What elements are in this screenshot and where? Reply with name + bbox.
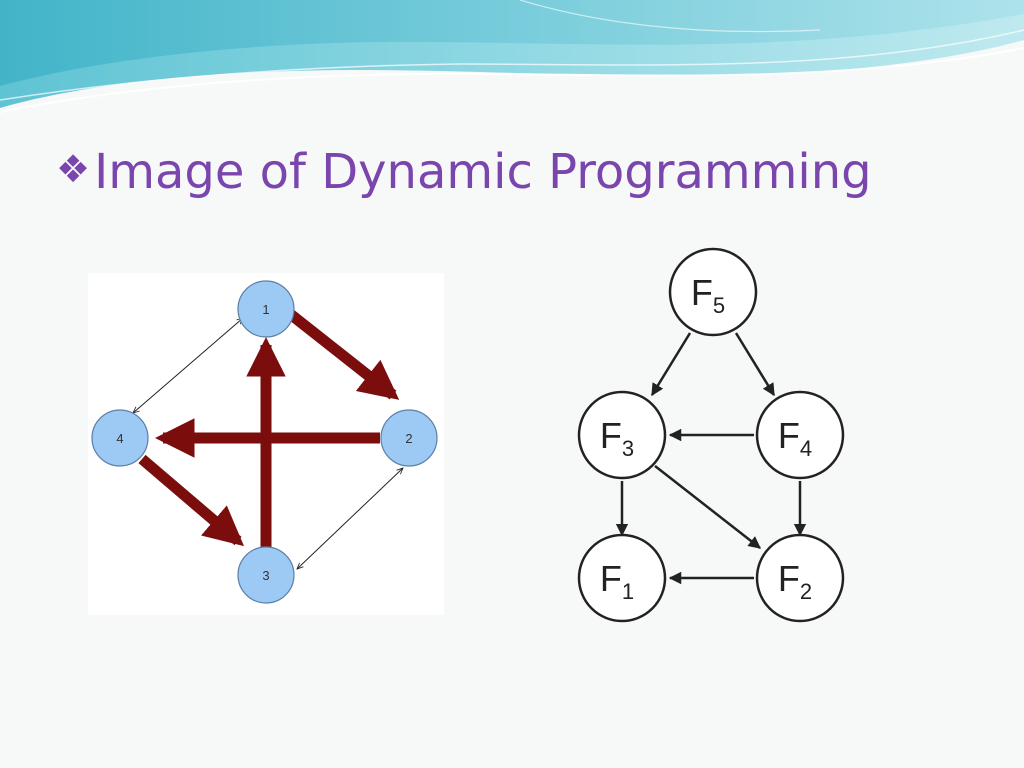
left-node-4-label: 4 <box>116 431 123 446</box>
left-node-3: 3 <box>237 546 295 604</box>
header-wave-decoration <box>0 0 1024 113</box>
svg-text:F5: F5 <box>691 272 725 318</box>
edge-1-4 <box>133 318 243 413</box>
node-F4-letter: F <box>778 415 800 456</box>
svg-text:F4: F4 <box>778 415 812 461</box>
node-F1-subscript: 1 <box>622 579 634 604</box>
node-F5-subscript: 5 <box>713 293 725 318</box>
left-node-1: 1 <box>237 280 295 338</box>
node-F2-subscript: 2 <box>800 579 812 604</box>
left-node-3-label: 3 <box>262 568 269 583</box>
node-F3-subscript: 3 <box>622 436 634 461</box>
edge-2-3 <box>297 468 403 569</box>
bullet-diamond-icon: ❖ <box>56 147 91 191</box>
edge-F3-F2 <box>654 465 761 549</box>
svg-text:F3: F3 <box>600 415 634 461</box>
svg-text:F1: F1 <box>600 558 634 604</box>
left-node-4: 4 <box>91 409 149 467</box>
left-node-1-label: 1 <box>262 302 269 317</box>
edge-F5-F3 <box>650 332 692 397</box>
right-node-F5: F5 <box>668 247 758 337</box>
node-F3-letter: F <box>600 415 622 456</box>
slide-title-text: Image of Dynamic Programming <box>94 144 872 200</box>
edge-1-2 <box>285 308 400 400</box>
left-graph-diagram: 1 2 3 4 <box>88 273 444 615</box>
edge-4-3 <box>138 454 245 547</box>
left-node-2: 2 <box>380 409 438 467</box>
right-node-F2: F2 <box>755 533 845 623</box>
right-node-F3: F3 <box>577 390 667 480</box>
right-graph-diagram: F5 F3 F4 F1 F2 <box>577 247 845 623</box>
node-F1-letter: F <box>600 558 622 599</box>
node-F4-subscript: 4 <box>800 436 812 461</box>
right-node-F4: F4 <box>755 390 845 480</box>
slide-title: ❖Image of Dynamic Programming <box>56 134 872 207</box>
edge-F5-F4 <box>734 332 776 397</box>
node-F2-letter: F <box>778 558 800 599</box>
left-node-2-label: 2 <box>405 431 412 446</box>
svg-text:F2: F2 <box>778 558 812 604</box>
right-node-F1: F1 <box>577 533 667 623</box>
node-F5-letter: F <box>691 272 713 313</box>
